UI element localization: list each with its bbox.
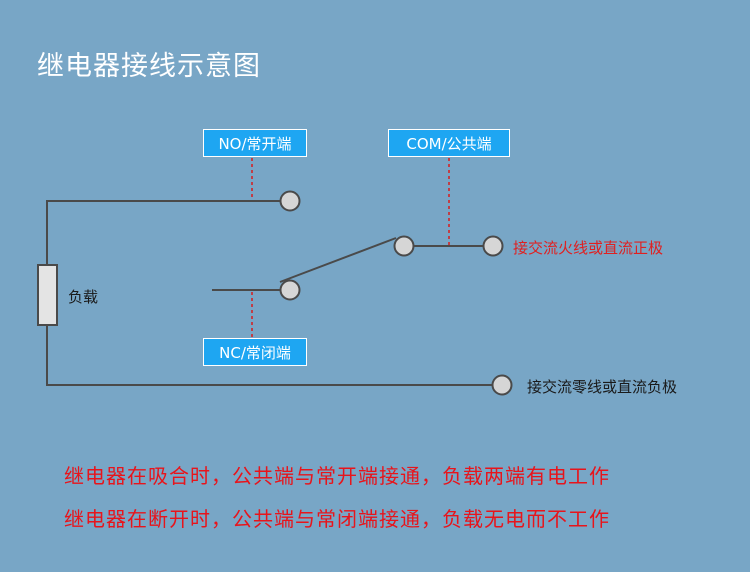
com-terminal [393,235,415,257]
neutral-connection-label: 接交流零线或直流负极 [527,378,678,396]
neutral-terminal [491,374,513,396]
nc-terminal-tag: NC/常闭端 [203,338,307,366]
nc-terminal [279,279,301,301]
load-resistor [37,264,58,326]
live-terminal [482,235,504,257]
switch-blade [279,237,397,283]
note-energized: 继电器在吸合时，公共端与常开端接通，负载两端有电工作 [64,464,610,488]
load-label: 负载 [68,288,99,306]
note-deenergized: 继电器在断开时，公共端与常闭端接通，负载无电而不工作 [64,507,610,531]
no-terminal-tag: NO/常开端 [203,129,307,157]
diagram-title: 继电器接线示意图 [37,51,261,82]
live-connection-label: 接交流火线或直流正极 [513,239,664,257]
no-terminal [279,190,301,212]
com-terminal-tag: COM/公共端 [388,129,510,157]
